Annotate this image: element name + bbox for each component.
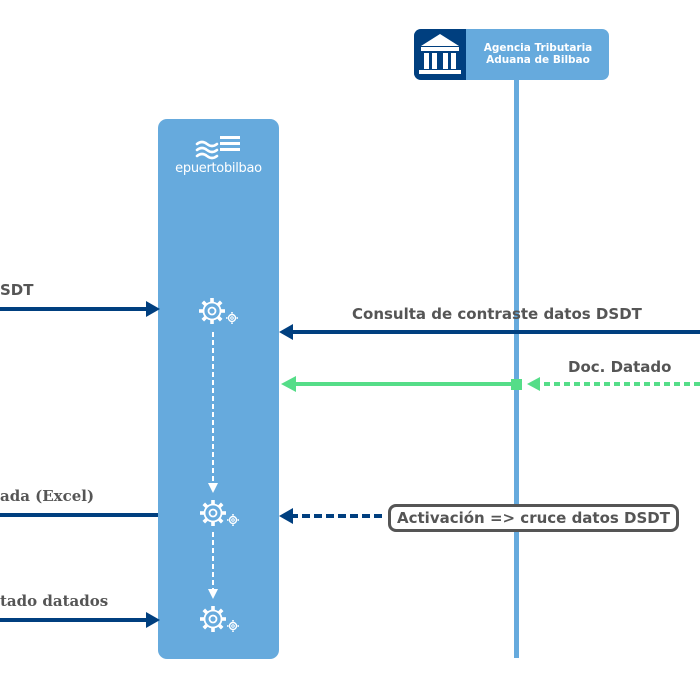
message-label-excel: ada (Excel): [0, 487, 95, 505]
gears-icon: [198, 498, 241, 528]
message-label-doc-datado: Doc. Datado: [568, 358, 672, 376]
gears-icon: [197, 296, 240, 326]
arrowhead-activacion: [279, 508, 293, 524]
puerto-lifeline: [158, 119, 279, 659]
message-label-resultado: tado datados: [0, 592, 109, 610]
aeat-title-line2: Aduana de Bilbao: [486, 53, 590, 66]
aeat-title-line1: Agencia Tributaria: [483, 42, 593, 54]
gears-icon: [198, 604, 241, 634]
internal-arrowhead-2: [208, 589, 218, 599]
aeat-lifeline: [514, 80, 519, 658]
message-label-consulta: Consulta de contraste datos DSDT: [352, 305, 642, 323]
arrowhead-doc-datado-1: [527, 377, 540, 391]
puerto-logo-text: epuertobilbao: [175, 161, 262, 176]
message-label-activacion: Activación => cruce datos DSDT: [388, 504, 679, 532]
arrowhead-dsdt-in: [146, 301, 160, 317]
aeat-green-marker: [511, 379, 522, 390]
arrowhead-resultado: [146, 612, 160, 628]
internal-arrowhead-1: [208, 483, 218, 493]
arrowhead-consulta: [279, 324, 293, 340]
arrowhead-doc-datado-2: [281, 376, 296, 392]
aeat-title: Agencia Tributaria Aduana de Bilbao: [470, 42, 606, 66]
message-label-dsdt-in: SDT: [0, 281, 34, 299]
